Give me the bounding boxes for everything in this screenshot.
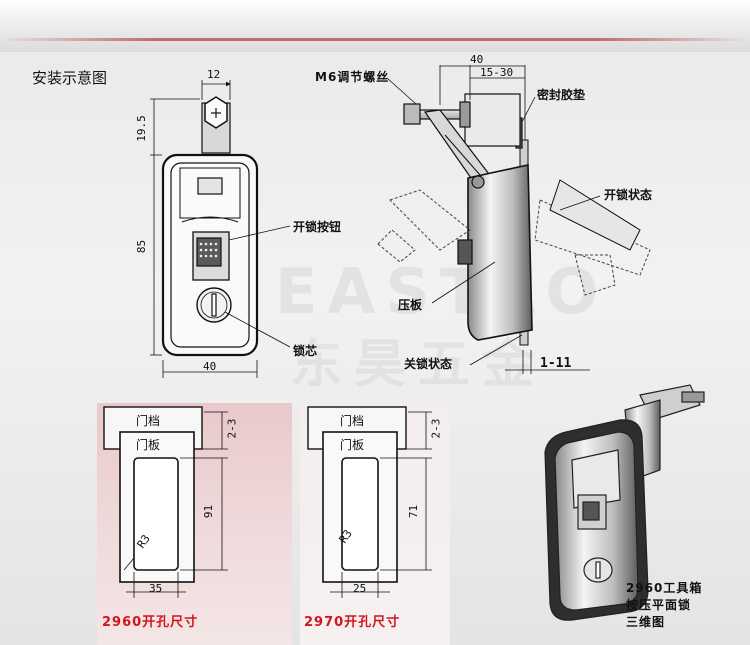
cutout-2970-height: 71	[407, 504, 421, 519]
front-dim-top-height: 19.5	[134, 115, 148, 142]
watermark-cn: 东昊五金	[290, 335, 547, 395]
cutout-2960-height: 91	[202, 504, 216, 519]
label-gasket: 密封胶垫	[537, 88, 586, 102]
cutout-2960-panel-label: 门板	[136, 438, 161, 452]
label-open-state: 开锁状态	[604, 188, 653, 202]
cutout-2960-width: 35	[149, 582, 163, 595]
label-unlock-button: 开锁按钮	[293, 220, 342, 234]
render-caption-line2: 按压平面锁	[626, 598, 692, 612]
front-view	[150, 80, 291, 378]
side-dim-thickness: 1-11	[540, 356, 572, 371]
render-3d	[544, 384, 705, 621]
front-dim-body-width: 40	[203, 360, 217, 373]
cutout-2960-gap: 2-3	[225, 418, 239, 439]
cutout-2970-width: 25	[353, 582, 367, 595]
front-dim-body-height: 85	[135, 239, 149, 254]
side-view	[377, 65, 651, 374]
cutout-2960-stop-label: 门档	[136, 414, 161, 428]
label-plate: 压板	[398, 298, 423, 312]
cutout-2970-stop-label: 门档	[340, 414, 365, 428]
cutout-2960-drawing	[103, 406, 228, 598]
cutout-2970-panel-label: 门板	[340, 438, 365, 452]
cutout-2960-caption: 2960开孔尺寸	[102, 615, 199, 630]
cutout-2970-drawing	[307, 406, 432, 598]
watermark-brand: EASTAO	[275, 255, 609, 328]
label-closed-state: 关锁状态	[404, 357, 453, 371]
cutout-2970-caption: 2970开孔尺寸	[304, 615, 401, 630]
label-m6-screw: M6调节螺丝	[315, 70, 390, 84]
cutout-2970-gap: 2-3	[429, 418, 443, 439]
front-dim-top-width: 12	[207, 68, 221, 81]
side-dim-overall: 40	[470, 53, 484, 66]
top-banner	[0, 0, 750, 52]
render-caption-line3: 三维图	[626, 615, 666, 629]
side-dim-range: 15-30	[480, 66, 514, 79]
label-lock-core: 锁芯	[293, 344, 318, 358]
page-title: 安装示意图	[32, 69, 108, 87]
render-caption-line1: 2960工具箱	[626, 581, 703, 595]
